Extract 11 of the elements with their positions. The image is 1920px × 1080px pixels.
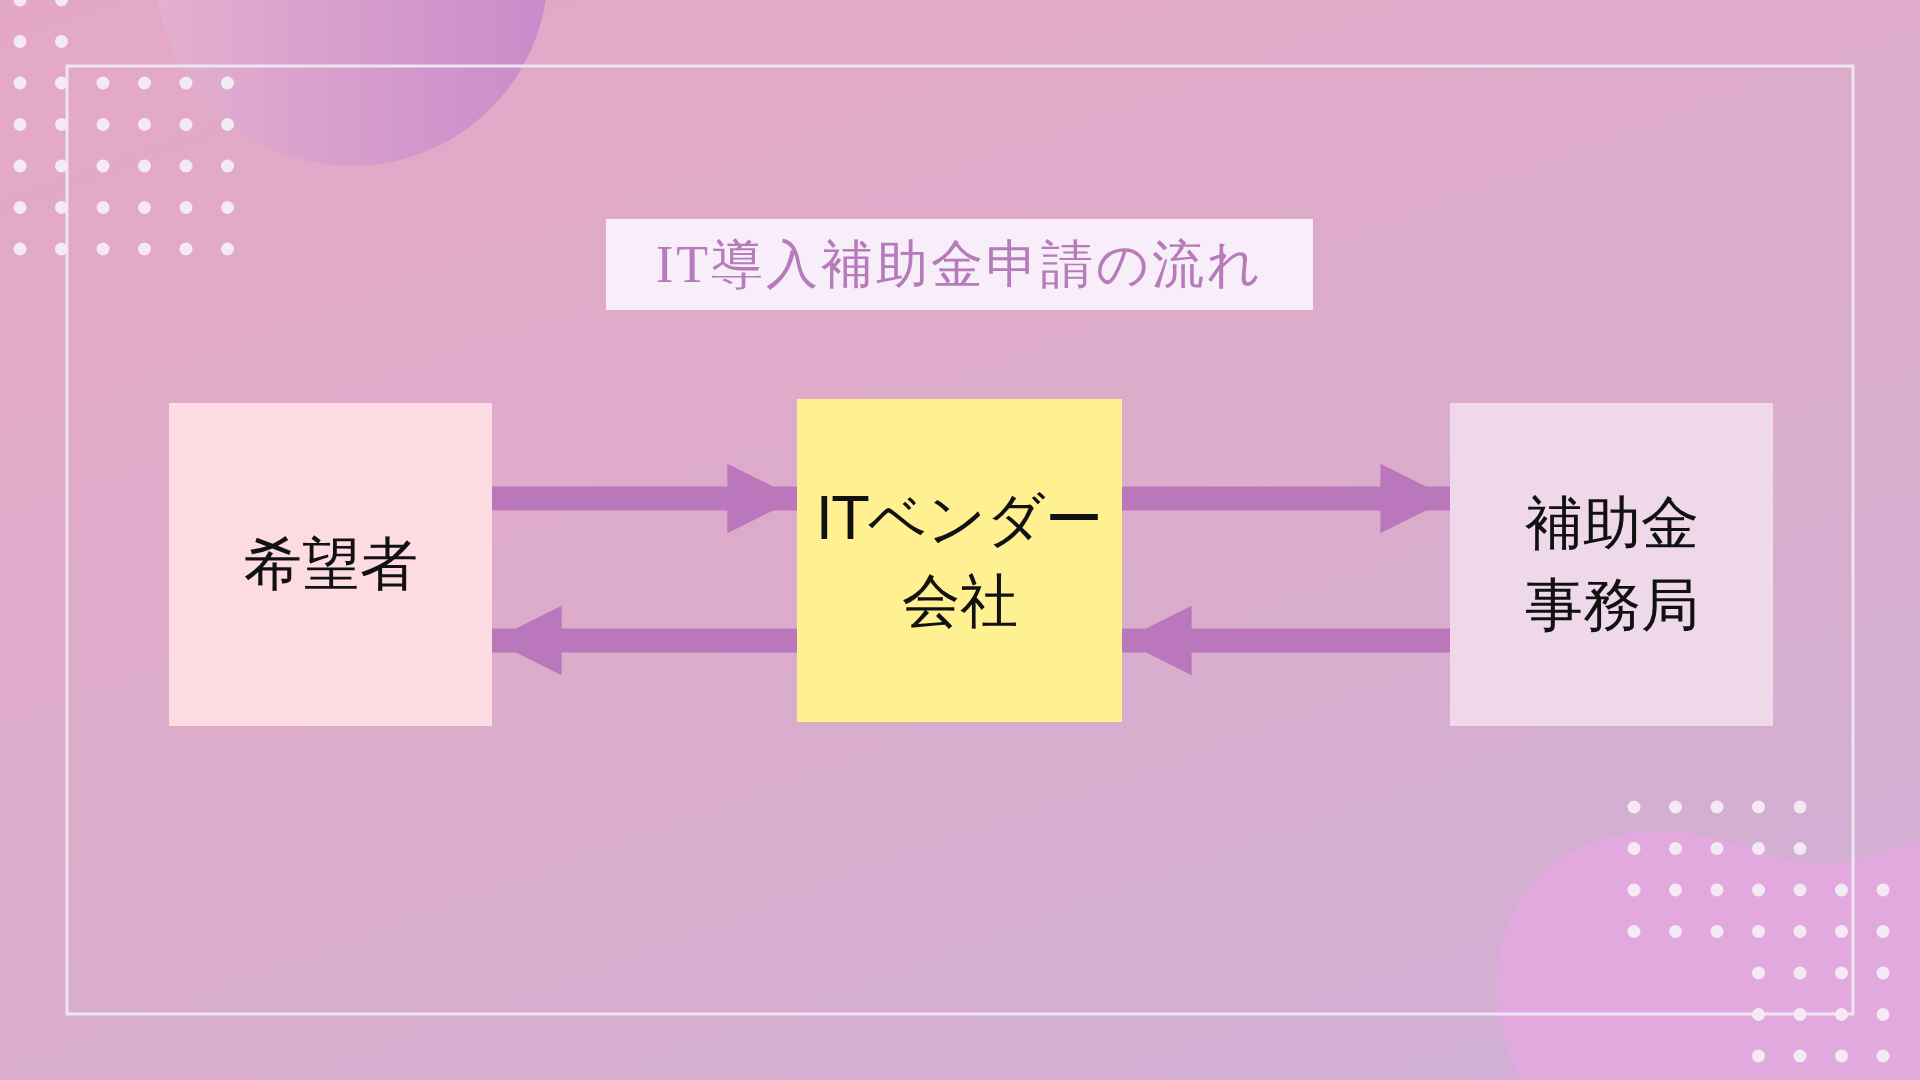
arrow xyxy=(492,463,797,534)
arrow xyxy=(492,605,797,676)
box-label: 希望者 xyxy=(242,528,419,600)
arrow xyxy=(1122,463,1450,534)
box-label: 補助金事務局 xyxy=(1523,488,1700,641)
process-box xyxy=(1450,403,1773,726)
process-box xyxy=(169,403,492,726)
process-box xyxy=(797,399,1122,722)
arrow xyxy=(1122,605,1450,676)
title-banner: IT導入補助金申請の流れ xyxy=(606,219,1313,310)
box-label: ITベンダー会社 xyxy=(814,484,1105,637)
